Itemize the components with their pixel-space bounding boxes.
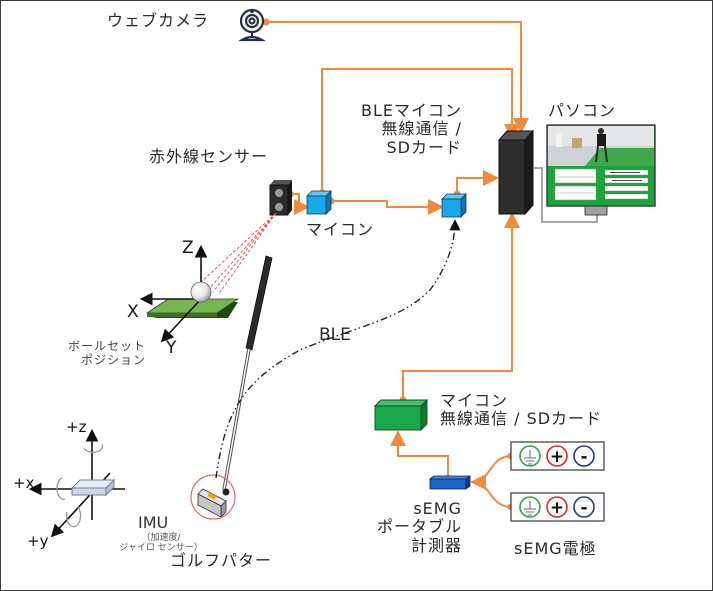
wired-connections (266, 21, 529, 508)
monitor-icon (546, 124, 656, 216)
label-semg-mcu: マイコン 無線通信 / SDカード (440, 391, 603, 429)
link-mcu-pc (321, 68, 520, 193)
link-ir-mcu (291, 193, 310, 215)
label-semg-mcu-line2: 無線通信 / SDカード (440, 409, 603, 429)
label-axis-x: X (127, 302, 139, 322)
label-axis-y: Y (166, 338, 177, 358)
label-axis-z: Z (182, 238, 194, 258)
semg-mcu-cube-icon (373, 398, 429, 432)
electrode-2-plus: + (550, 498, 564, 518)
ir-sensor-icon (269, 180, 292, 216)
label-ball-set-line2: ポジション (80, 352, 146, 367)
label-imu-sub-line1: （加速度/ (141, 533, 181, 543)
electrode-2-minus: - (580, 498, 587, 518)
label-ble: BLE (319, 325, 351, 345)
label-semg-mcu-line1: マイコン (440, 391, 509, 410)
golf-ball-icon (190, 281, 212, 303)
label-ble-mcu: BLEマイコン 無線通信 / SDカード (340, 101, 462, 157)
label-imu-sub: （加速度/ ジャイロ センサー） (106, 533, 216, 554)
electrode-1-icon (510, 441, 605, 471)
link-mcu-blemcu (331, 199, 444, 215)
link-blemcu-pc (456, 170, 499, 194)
electrode-1-plus: + (550, 447, 564, 467)
ble-wireless-link (215, 219, 461, 479)
label-ball-set: ボールセット ポジション (40, 339, 146, 368)
link-semgmcu-pc (402, 212, 520, 400)
golf-putter-icon (197, 255, 273, 518)
label-semg-device-line1: sEMG (413, 499, 462, 518)
label-ir-sensor: 赤外線センサー (149, 147, 269, 166)
label-semg-device-line3: 計測器 (410, 535, 462, 555)
electrode-1-minus: - (580, 447, 587, 467)
label-semg-electrode: sEMG電極 (514, 539, 597, 558)
label-webcam: ウェブカメラ (107, 11, 210, 30)
connection-dots (262, 18, 515, 511)
label-mcu: マイコン (306, 220, 375, 239)
pc-tower-icon (497, 129, 535, 216)
link-electrode2-semgdev (473, 481, 512, 508)
label-ball-set-line1: ボールセット (67, 339, 146, 353)
link-semgdev-semgmcu (390, 430, 449, 478)
imu-axes-icon (28, 428, 125, 538)
electrode-2-icon (510, 492, 605, 522)
ball-axes (139, 244, 208, 343)
link-electrode1-semgdev (470, 455, 512, 490)
label-semg-device-line2: ポータブル (376, 517, 462, 537)
putting-mat-icon (145, 298, 240, 318)
link-webcam-pc (266, 21, 529, 134)
label-pc: パソコン (548, 101, 617, 120)
label-semg-device: sEMG ポータブル 計測器 (360, 499, 462, 555)
webcam-icon (238, 8, 266, 42)
label-ble-mcu-line1: BLEマイコン (360, 101, 462, 120)
label-golf-putter: ゴルフパター (170, 551, 273, 570)
label-imu-axis-y: +y (27, 532, 49, 550)
label-imu-sub-line2: ジャイロ センサー） (119, 543, 203, 554)
semg-device-icon (428, 475, 472, 490)
label-imu: IMU (138, 513, 169, 532)
label-ble-mcu-line2: 無線通信 / (381, 119, 462, 139)
ir-beams (199, 212, 277, 296)
label-ble-mcu-line3: SDカード (386, 137, 462, 157)
mcu-cube-icon (306, 190, 332, 215)
ble-mcu-cube-icon (441, 193, 467, 218)
imu-highlight-circle (190, 474, 236, 520)
label-imu-axis-z: +z (66, 418, 87, 436)
pc-monitor-cable (533, 167, 598, 223)
label-imu-axis-x: +x (13, 474, 35, 492)
